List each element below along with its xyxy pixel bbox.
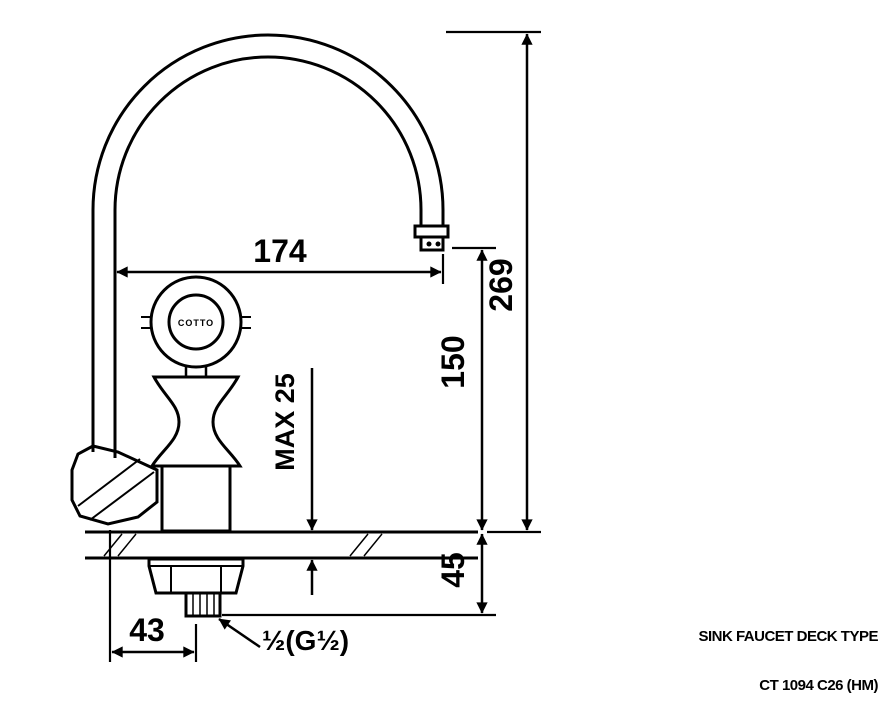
spout-inner-edge — [113, 55, 423, 458]
deck-hatch — [349, 533, 369, 557]
gooseneck-spout — [91, 33, 450, 458]
brand-mark: COTTO — [178, 318, 214, 328]
model-code-caption: CT 1094 C26 (HM) — [759, 677, 878, 694]
handle-knob-inner — [167, 293, 225, 351]
elbow-facet — [77, 458, 141, 507]
label-thread-size: ½(G½) — [262, 625, 349, 656]
label-max-deck: MAX 25 — [270, 373, 300, 471]
spout-outer-edge — [91, 33, 445, 452]
inlet-elbow — [70, 444, 159, 526]
label-overall-height: 269 — [483, 258, 519, 311]
label-spout-reach: 174 — [253, 233, 307, 269]
elbow-facet — [89, 471, 155, 521]
dimension-labels: 174 269 150 MAX 25 45 43 ½(G½) COTTO — [129, 233, 519, 656]
deck-hatch — [363, 533, 383, 557]
aerator-dot — [435, 241, 441, 247]
aerator-dot — [426, 241, 432, 247]
lock-nut — [147, 557, 245, 595]
product-type-caption: SINK FAUCET DECK TYPE — [698, 628, 878, 645]
deck-surface — [85, 530, 478, 560]
dimension-lines — [111, 33, 533, 658]
label-under-deck: 45 — [435, 552, 471, 588]
aerator — [419, 235, 445, 252]
spout-tip-band — [413, 224, 450, 239]
caption-block: SINK FAUCET DECK TYPE CT 1094 C26 (HM) — [698, 628, 879, 694]
label-base-offset: 43 — [129, 612, 165, 648]
deck-hatch — [117, 533, 137, 557]
extension-lines — [108, 30, 541, 662]
label-spout-height: 150 — [435, 335, 471, 388]
handle-skirt — [149, 375, 243, 468]
faucet-body — [160, 464, 232, 533]
elbow-outline — [70, 444, 159, 526]
threaded-shank — [184, 591, 222, 618]
deck-hatch — [103, 533, 123, 557]
leader-thread — [218, 617, 261, 649]
under-deck-fittings — [147, 557, 245, 618]
